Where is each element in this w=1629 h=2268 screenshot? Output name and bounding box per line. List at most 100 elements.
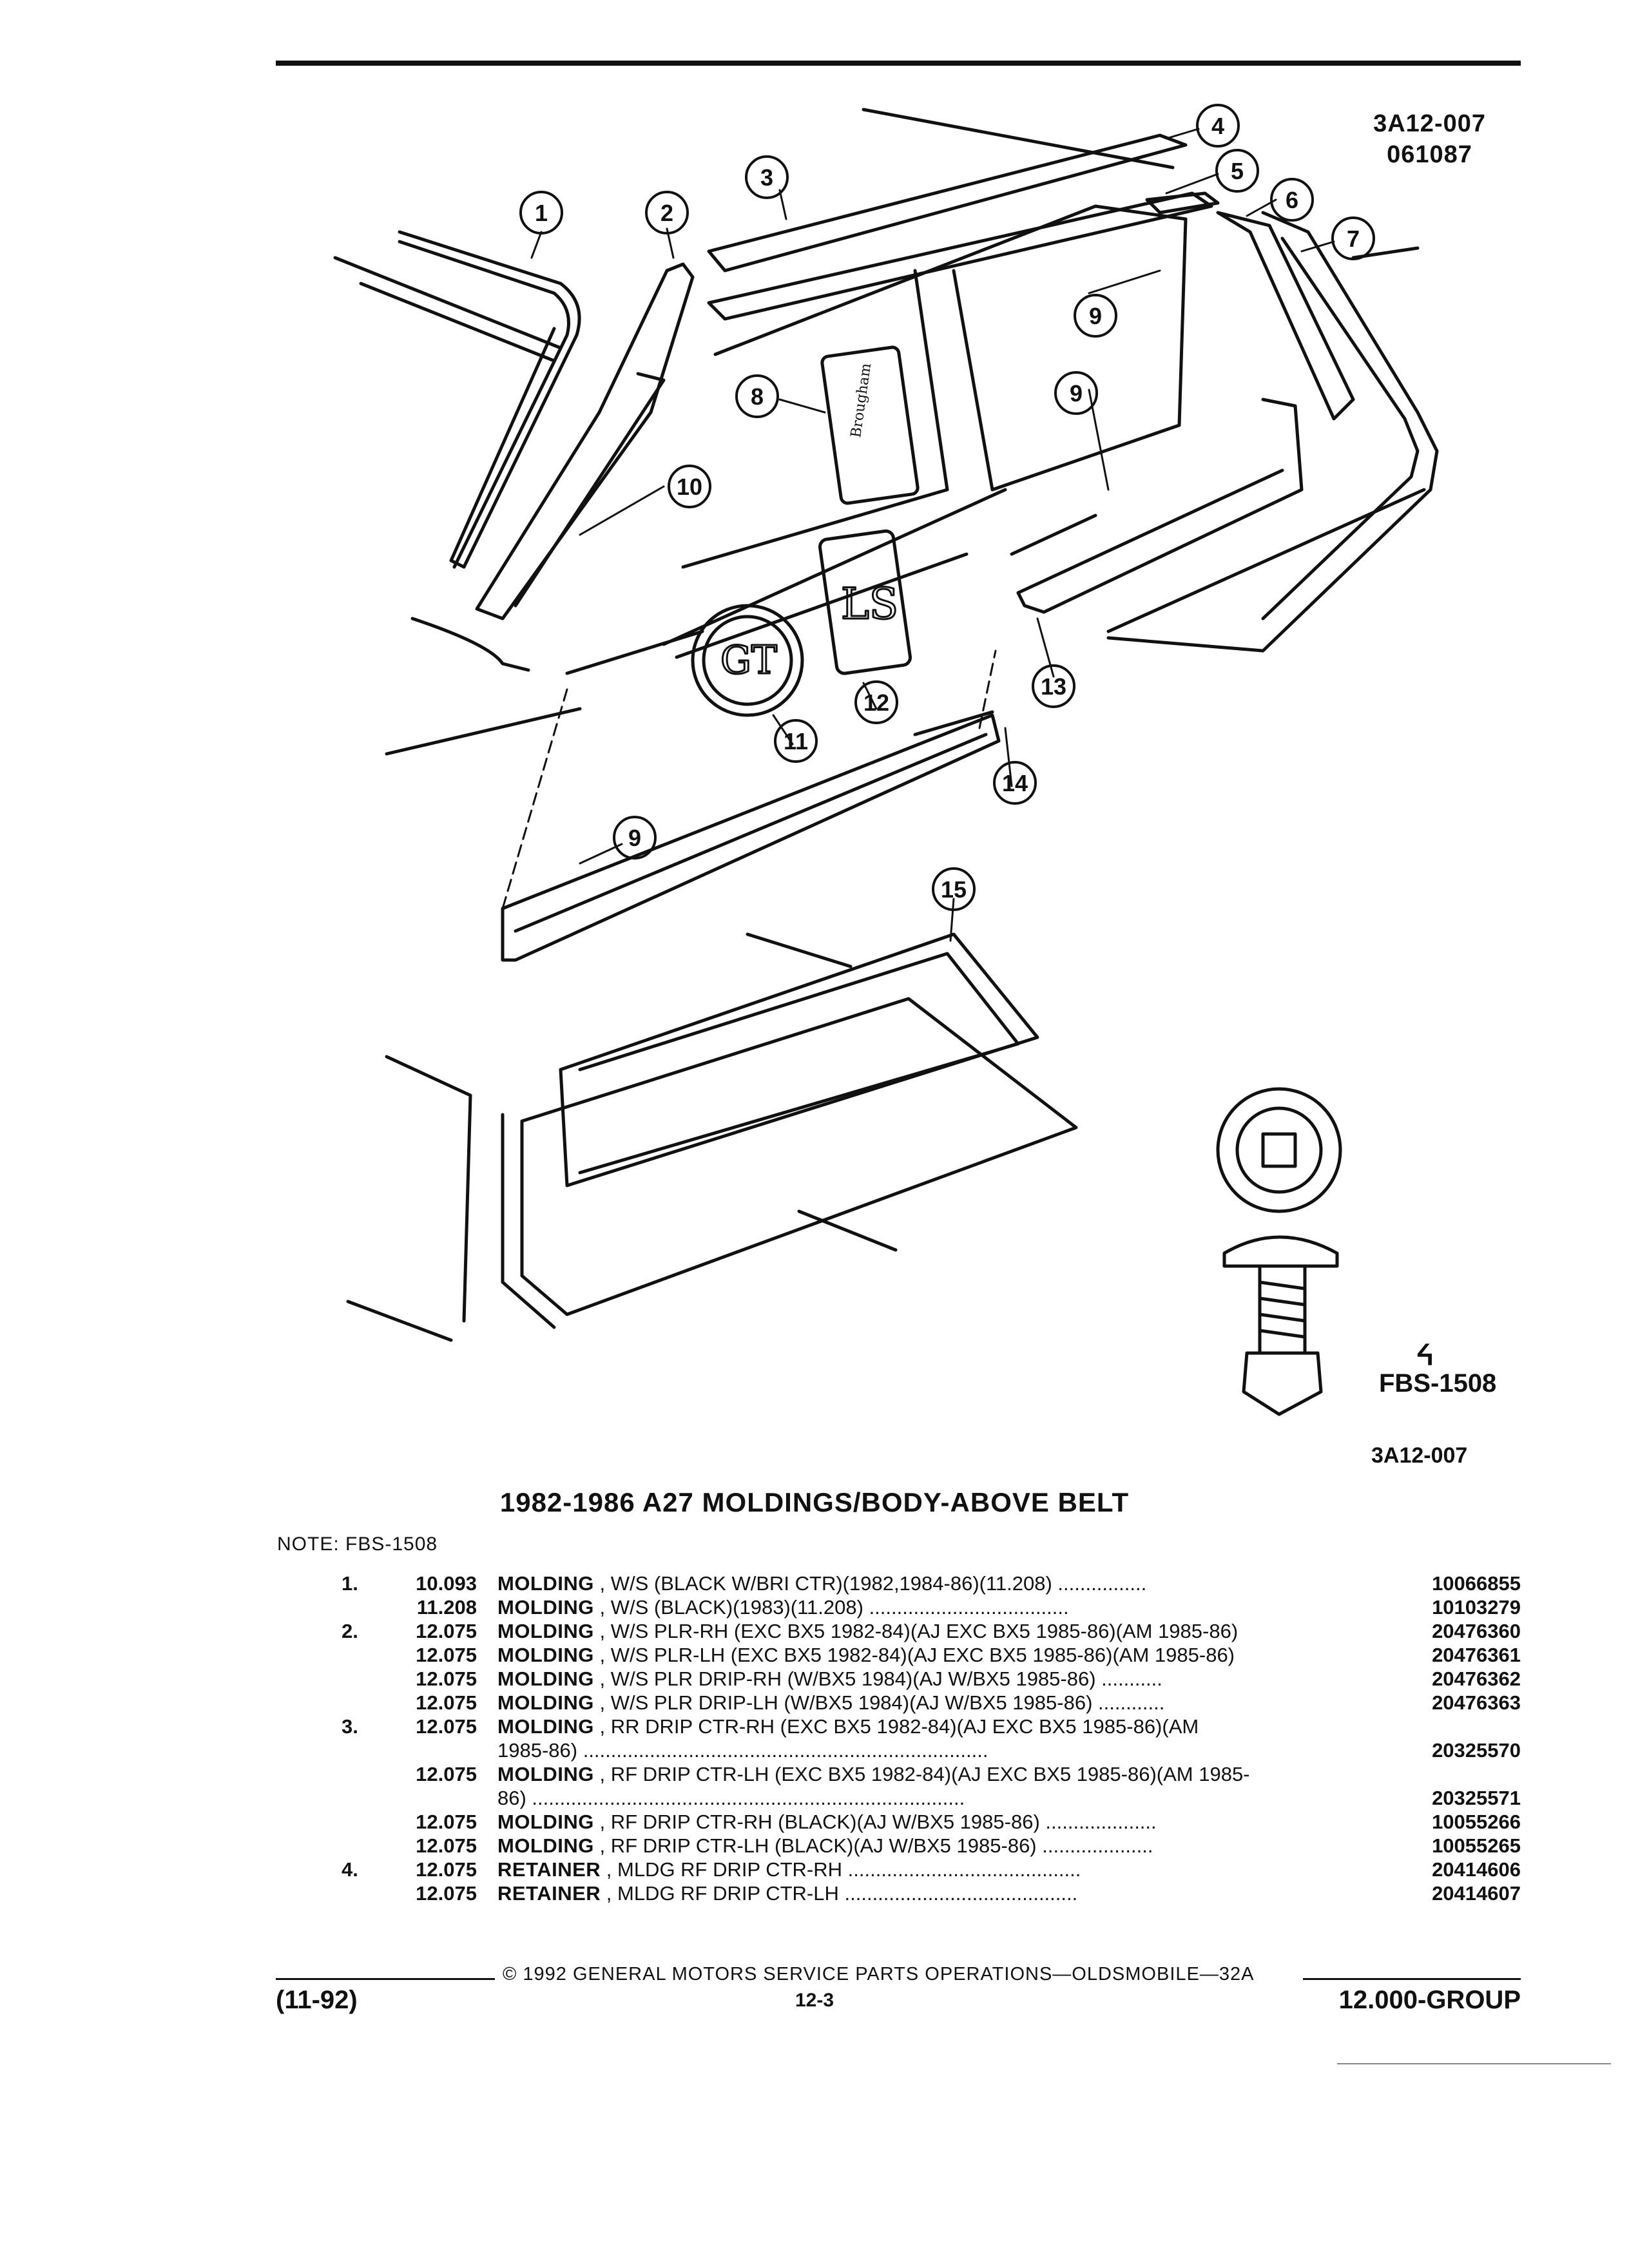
part-detail: , RF DRIP CTR-LH (EXC BX5 1982-84)(AJ EX… [593,1763,1250,1785]
part-detail: , W/S PLR DRIP-RH (W/BX5 1984)(AJ W/BX5 … [593,1667,1162,1690]
belt-molding-14 [501,710,1001,962]
part-description: MOLDING , RR DRIP CTR-RH (EXC BX5 1982-8… [497,1715,1380,1738]
part-description: MOLDING , RF DRIP CTR-RH (BLACK)(AJ W/BX… [497,1811,1380,1834]
part-row: 1985-86) ...............................… [0,1739,1629,1763]
footer-group: 12.000-GROUP [1338,1986,1521,2014]
part-detail: , W/S (BLACK)(1983)(11.208) ............… [593,1596,1069,1619]
part-detail: , RF DRIP CTR-RH (BLACK)(AJ W/BX5 1985-8… [593,1811,1157,1833]
part-section-ref: 12.075 [416,1811,477,1833]
callout-9b: 9 [1070,380,1083,407]
part-name: MOLDING [497,1691,594,1714]
callout-14: 14 [1002,770,1028,796]
part-description: RETAINER , MLDG RF DRIP CTR-RH .........… [497,1858,1380,1881]
footer-rule-right [1303,1978,1521,1980]
callout-1: 1 [535,200,548,226]
part-description: MOLDING , W/S PLR DRIP-LH (W/BX5 1984)(A… [497,1691,1380,1715]
part-description: RETAINER , MLDG RF DRIP CTR-LH .........… [497,1882,1380,1905]
figure-code-bottom: 3A12-007 [1371,1443,1468,1468]
pillar-molding-2 [475,262,695,620]
part-description: MOLDING , W/S (BLACK)(1983)(11.208) ....… [497,1596,1380,1619]
part-description: MOLDING , RF DRIP CTR-LH (BLACK)(AJ W/BX… [497,1834,1380,1858]
part-detail: , RF DRIP CTR-LH (BLACK)(AJ W/BX5 1985-8… [593,1834,1153,1857]
part-number: 10055265 [1432,1834,1521,1857]
footer-page-number: 12-3 [795,1990,834,2011]
body-lines [333,108,1420,756]
callout-9c: 9 [628,825,641,851]
brougham-emblem-text: Brougham [848,362,874,439]
part-row: 86) ....................................… [0,1787,1629,1811]
part-section-ref: 12.075 [416,1691,477,1714]
window-frame [662,204,1188,646]
part-section-ref: 12.075 [416,1882,477,1905]
part-item-number: 4. [342,1858,358,1881]
part-description: 86) ....................................… [497,1787,1380,1810]
part-detail: , MLDG RF DRIP CTR-LH ..................… [601,1882,1078,1905]
page-note: NOTE: FBS-1508 [277,1533,438,1555]
part-name: RETAINER [497,1858,601,1881]
part-name: MOLDING [497,1644,594,1666]
part-detail: , MLDG RF DRIP CTR-RH ..................… [601,1858,1081,1881]
part-detail: , W/S PLR-LH (EXC BX5 1982-84)(AJ EXC BX… [593,1644,1235,1666]
part-number: 10055266 [1432,1811,1521,1833]
part-name: MOLDING [497,1596,594,1619]
callouts [519,104,1375,911]
gt-emblem-text: GT [720,638,777,683]
callout-8: 8 [751,383,764,410]
part-detail: , W/S PLR-RH (EXC BX5 1982-84)(AJ EXC BX… [593,1620,1239,1642]
part-row: 12.075 MOLDING , W/S PLR-LH (EXC BX5 1982… [0,1644,1629,1668]
fastener-mark: ᔦ [1416,1340,1434,1371]
part-description: 1985-86) ...............................… [497,1739,1380,1762]
part-description: MOLDING , W/S PLR DRIP-RH (W/BX5 1984)(A… [497,1667,1380,1691]
part-description: MOLDING , W/S PLR-LH (EXC BX5 1982-84)(A… [497,1644,1380,1667]
windshield-assembly-15 [346,932,1078,1342]
part-detail: , W/S (BLACK W/BRI CTR)(1982,1984-86)(11… [593,1572,1147,1595]
figure-code-block: 3A12-007 061087 [1373,108,1486,170]
callout-11: 11 [784,728,808,754]
footer-rule-left [276,1978,495,1980]
footer-copyright: © 1992 GENERAL MOTORS SERVICE PARTS OPER… [503,1964,1255,1984]
part-detail: 86) ....................................… [497,1787,965,1809]
part-name: MOLDING [497,1811,594,1833]
part-name: MOLDING [497,1667,594,1690]
part-number: 10066855 [1432,1572,1521,1595]
part-name: MOLDING [497,1763,594,1785]
callout-12: 12 [863,689,889,716]
callout-10: 10 [677,474,702,500]
part-row: 12.075 RETAINER , MLDG RF DRIP CTR-LH ...… [0,1882,1629,1907]
part-name: MOLDING [497,1715,594,1738]
callout-15: 15 [941,876,967,903]
ls-emblem-text: LS [841,579,898,629]
part-item-number: 1. [342,1572,358,1595]
windshield-molding-1 [398,230,581,569]
callout-3: 3 [760,164,773,191]
callout-7: 7 [1347,226,1360,252]
drip-rail-13 [1016,398,1426,633]
emblems: GT LS [691,345,920,717]
page-title: 1982-1986 A27 MOLDINGS/BODY-ABOVE BELT [499,1487,1130,1517]
callout-5: 5 [1231,158,1244,184]
part-section-ref: 12.075 [416,1644,477,1666]
part-name: MOLDING [497,1572,594,1595]
figure-code: 3A12-007 [1373,110,1486,137]
part-name: MOLDING [497,1834,594,1857]
part-section-ref: 12.075 [416,1715,477,1738]
bottom-rule [1337,2063,1611,2064]
part-detail: , RR DRIP CTR-RH (EXC BX5 1982-84)(AJ EX… [593,1715,1199,1738]
part-detail: 1985-86) ...............................… [497,1739,988,1762]
part-number: 20414606 [1432,1858,1521,1881]
part-number: 20414607 [1432,1882,1521,1905]
callout-9a: 9 [1089,303,1102,329]
part-row: 12.075 MOLDING , W/S PLR DRIP-LH (W/BX5 1… [0,1691,1629,1716]
part-number: 20476361 [1432,1644,1521,1666]
part-number: 20325571 [1432,1787,1521,1809]
part-name: RETAINER [497,1882,601,1905]
part-description: MOLDING , RF DRIP CTR-LH (EXC BX5 1982-8… [497,1763,1380,1786]
fastener-label: FBS-1508 [1379,1369,1497,1398]
parts-illustration: GT LS [333,104,1439,1416]
part-section-ref: 12.075 [416,1858,477,1881]
